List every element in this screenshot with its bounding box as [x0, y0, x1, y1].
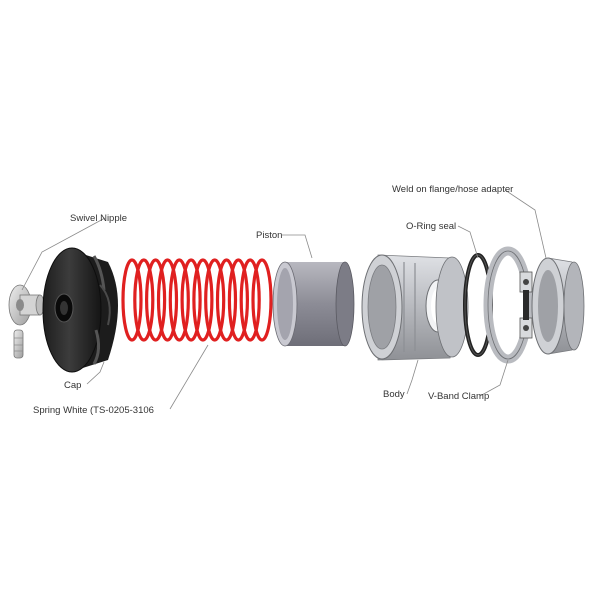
body-part	[361, 254, 469, 361]
label-v-band-clamp: V-Band Clamp	[428, 391, 489, 402]
v-band-clamp-part	[483, 246, 533, 364]
piston-part	[272, 261, 355, 347]
spring-coil	[145, 258, 167, 342]
cap-part	[42, 247, 118, 373]
spring-coil	[251, 258, 273, 342]
label-body: Body	[383, 389, 405, 400]
spring-coil	[227, 258, 249, 342]
label-cap: Cap	[64, 380, 81, 391]
label-spring: Spring White (TS-0205-3106	[33, 405, 154, 416]
spring-coil	[156, 258, 179, 342]
spring-coil	[204, 258, 226, 342]
weld-flange-part	[531, 257, 585, 355]
label-piston: Piston	[256, 230, 282, 241]
swivel-nipple-part	[8, 284, 45, 359]
spring-coil	[133, 258, 155, 342]
spring-part	[121, 258, 273, 342]
spring-coil	[180, 258, 202, 342]
label-swivel-nipple: Swivel Nipple	[70, 213, 127, 224]
leader-lines	[21, 189, 547, 410]
spring-coil	[215, 258, 238, 342]
label-weld-flange: Weld on flange/hose adapter	[392, 184, 513, 195]
spring-coil	[168, 258, 190, 342]
label-o-ring-seal: O-Ring seal	[406, 221, 456, 232]
spring-coil	[192, 258, 214, 342]
spring-coil	[121, 258, 143, 342]
spring-coil	[239, 258, 261, 342]
